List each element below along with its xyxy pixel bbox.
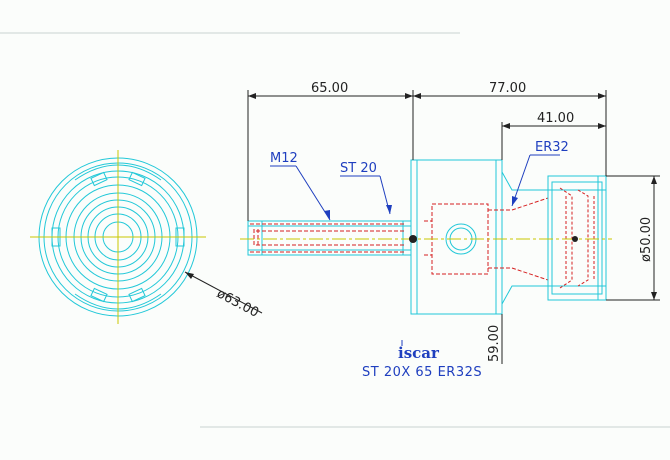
callout-arrows	[324, 196, 518, 220]
dimension-arrows	[248, 93, 657, 300]
diameter-63-label: ø63.00	[214, 286, 261, 320]
height-59-label: 59.00	[487, 325, 502, 362]
callout-shank-label: ST 20	[340, 161, 377, 176]
shank	[247, 220, 412, 256]
diameter-50-label: ø50.00	[639, 217, 654, 262]
collet-hidden-lines	[559, 187, 595, 289]
diameter-63-arrow	[185, 272, 194, 279]
collet-center-marker	[572, 236, 578, 242]
product-code: ST 20X 65 ER32S	[362, 365, 482, 380]
collet-nut	[547, 175, 607, 301]
brand-logo: iscar	[398, 340, 440, 362]
diameter-63-leader	[184, 271, 263, 314]
shank-hidden-lines	[250, 223, 405, 253]
length-41-label: 41.00	[537, 111, 574, 126]
dimension-lines	[247, 90, 660, 364]
length-65-label: 65.00	[311, 81, 348, 96]
brand-logo-text: iscar	[398, 344, 440, 362]
callout-thread-label: M12	[270, 151, 298, 166]
length-77-label: 77.00	[489, 81, 526, 96]
shank-center-marker	[409, 235, 417, 243]
callout-leaders	[270, 154, 560, 221]
callout-collet-label: ER32	[535, 140, 569, 155]
end-view-centerlines	[30, 150, 206, 324]
